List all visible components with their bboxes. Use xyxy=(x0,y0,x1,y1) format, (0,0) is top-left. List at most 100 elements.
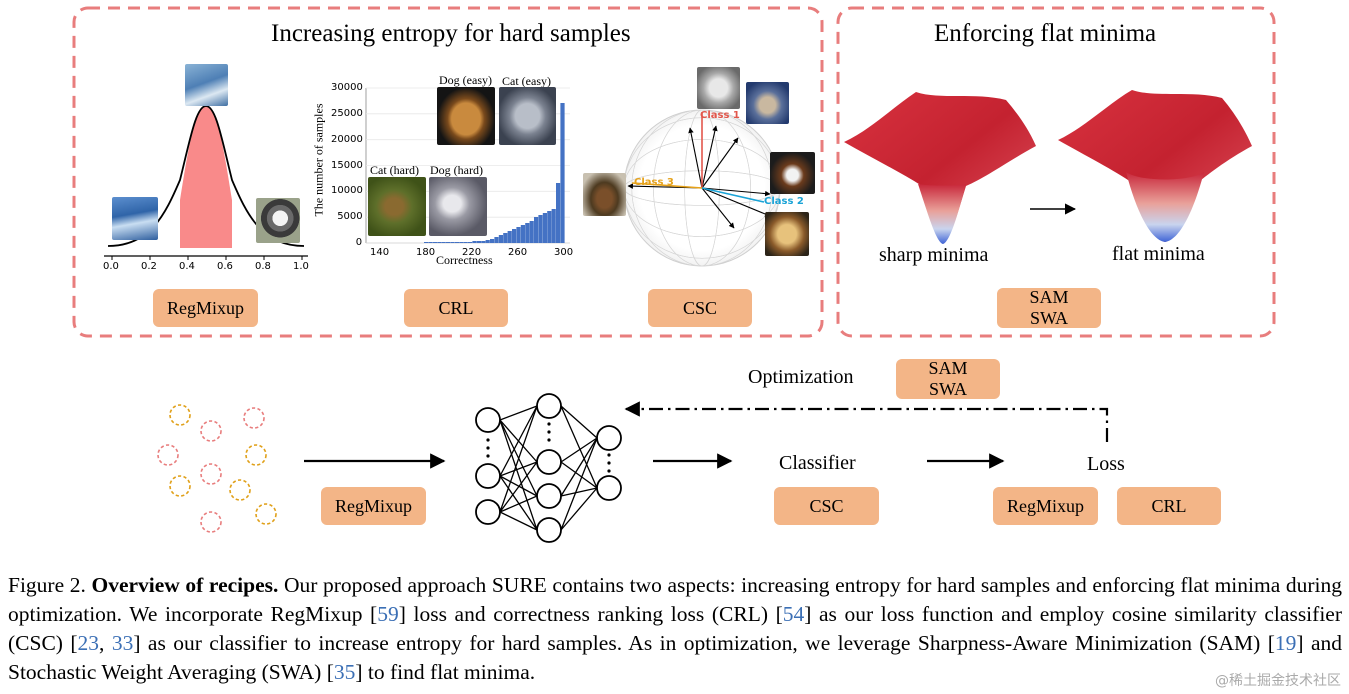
class3-vector xyxy=(631,182,703,189)
crl-bar xyxy=(441,242,446,243)
figure-caption: Figure 2. Overview of recipes. Our propo… xyxy=(8,571,1342,687)
ellipsis-dot xyxy=(607,461,611,465)
crl-bar xyxy=(520,225,525,243)
crl-bar xyxy=(437,242,442,243)
class2-vector xyxy=(701,187,765,203)
sam-swa-badge[interactable]: SAM SWA xyxy=(997,287,1101,328)
regmixup-badge[interactable]: RegMixup xyxy=(153,289,258,327)
dog-class2-image-a xyxy=(770,152,815,194)
ellipsis-dot xyxy=(607,453,611,457)
dog-easy-label: Dog (easy) xyxy=(439,73,492,87)
crl-xtick-label: 180 xyxy=(416,247,436,258)
network-node xyxy=(536,449,562,475)
sample-ring-icon xyxy=(200,463,222,485)
ref-link[interactable]: 54 xyxy=(782,602,805,626)
ref-link[interactable]: 33 xyxy=(111,631,134,655)
ellipsis-dot xyxy=(547,422,551,426)
crl-bar xyxy=(476,241,481,243)
crl-xtick-label: 260 xyxy=(508,247,528,258)
crl-bar xyxy=(525,223,530,243)
flat-panel-title: Enforcing flat minima xyxy=(934,20,1157,47)
shark-easy-image xyxy=(185,64,228,106)
ref-link[interactable]: 23 xyxy=(77,631,100,655)
dog-hard-label: Dog (hard) xyxy=(430,163,483,177)
cat-hard-label: Cat (hard) xyxy=(370,163,419,177)
ref-link[interactable]: 59 xyxy=(377,602,399,626)
caption-text-4: , xyxy=(99,631,112,655)
flat-minima-label: flat minima xyxy=(1112,243,1205,265)
caption-bold-title: Overview of recipes. xyxy=(91,573,279,597)
csc-badge[interactable]: CSC xyxy=(648,289,752,327)
husky-image xyxy=(256,198,300,243)
network-node xyxy=(475,407,501,433)
crl-bar xyxy=(468,242,473,243)
network-edge xyxy=(499,495,538,513)
cat-easy-image xyxy=(499,87,556,145)
cat-hard-image xyxy=(368,177,426,236)
caption-text-3: ] as our loss function and employ cosine… xyxy=(8,602,1342,655)
crl-ytick-label: 20000 xyxy=(331,133,363,145)
optimization-feedback-arrow xyxy=(624,401,1109,442)
sample-ring-icon xyxy=(169,404,191,426)
classifier-csc-badge[interactable]: CSC xyxy=(774,487,879,525)
bell-tick-label: 1.0 xyxy=(293,261,309,272)
crl-bar xyxy=(547,211,552,243)
ref-link[interactable]: 35 xyxy=(333,660,356,684)
network-node xyxy=(475,499,501,525)
crl-ytick-label: 10000 xyxy=(331,185,363,197)
bell-curve-plot xyxy=(104,105,308,260)
opt-badge-line1: SAM xyxy=(928,358,968,378)
crl-ytick-label: 0 xyxy=(355,237,363,248)
crl-bar xyxy=(424,242,429,243)
crl-bar xyxy=(560,103,565,243)
bell-tick-label: 0.2 xyxy=(141,261,157,272)
cat-easy-label: Cat (easy) xyxy=(502,74,551,88)
input-regmixup-badge[interactable]: RegMixup xyxy=(321,487,426,525)
cosine-sphere xyxy=(623,109,781,267)
figure-graphics xyxy=(72,6,1276,543)
crl-badge[interactable]: CRL xyxy=(404,289,508,327)
crl-bar xyxy=(556,183,561,243)
caption-text-1: Our proposed approach SURE contains two … xyxy=(8,573,1342,626)
bell-tick-label: 0.4 xyxy=(179,261,195,272)
ellipsis-dot xyxy=(547,438,551,442)
flat-minima-surface xyxy=(1058,90,1252,242)
network-edge xyxy=(499,405,538,477)
network-edge xyxy=(560,461,598,489)
ellipsis-dot xyxy=(486,446,490,450)
watermark: @稀土掘金技术社区 xyxy=(1215,673,1341,689)
crl-ylabel: The number of samples xyxy=(311,103,326,217)
sample-ring-icon xyxy=(157,444,179,466)
bell-shaded-area xyxy=(180,106,232,248)
crl-bar xyxy=(454,242,459,243)
caption-fig-number: Figure 2. xyxy=(8,573,86,597)
sample-ring-icon xyxy=(245,444,267,466)
sphere-vectors xyxy=(627,125,771,229)
classifier-label: Classifier xyxy=(779,452,856,474)
sam-swa-badge-line2: SWA xyxy=(1029,308,1068,328)
crl-bar xyxy=(490,239,495,243)
dog-hard-image xyxy=(429,177,487,236)
crl-ytick-label: 15000 xyxy=(331,159,363,171)
crl-bar xyxy=(538,215,543,243)
crl-bar xyxy=(551,209,556,243)
sample-ring-icon xyxy=(229,479,251,501)
opt-sam-swa-badge[interactable]: SAM SWA xyxy=(896,358,1000,399)
caption-text-7: ] to find flat minima. xyxy=(355,660,536,684)
crl-bar xyxy=(534,217,539,243)
ellipsis-dot xyxy=(486,438,490,442)
sample-ring-icon xyxy=(200,511,222,533)
crl-bar xyxy=(498,235,503,243)
loss-crl-badge[interactable]: CRL xyxy=(1117,487,1221,525)
loss-regmixup-badge[interactable]: RegMixup xyxy=(993,487,1098,525)
ref-link[interactable]: 19 xyxy=(1274,631,1297,655)
class2-label: Class 2 xyxy=(764,196,804,207)
ellipsis-dot xyxy=(607,469,611,473)
loss-label: Loss xyxy=(1087,453,1125,475)
crl-bar xyxy=(494,237,499,243)
entropy-panel-title: Increasing entropy for hard samples xyxy=(271,20,631,47)
bell-tick-label: 0.6 xyxy=(217,261,233,272)
network-node xyxy=(596,475,622,501)
network-node xyxy=(596,425,622,451)
crl-xlabel: Correctness xyxy=(436,253,493,267)
